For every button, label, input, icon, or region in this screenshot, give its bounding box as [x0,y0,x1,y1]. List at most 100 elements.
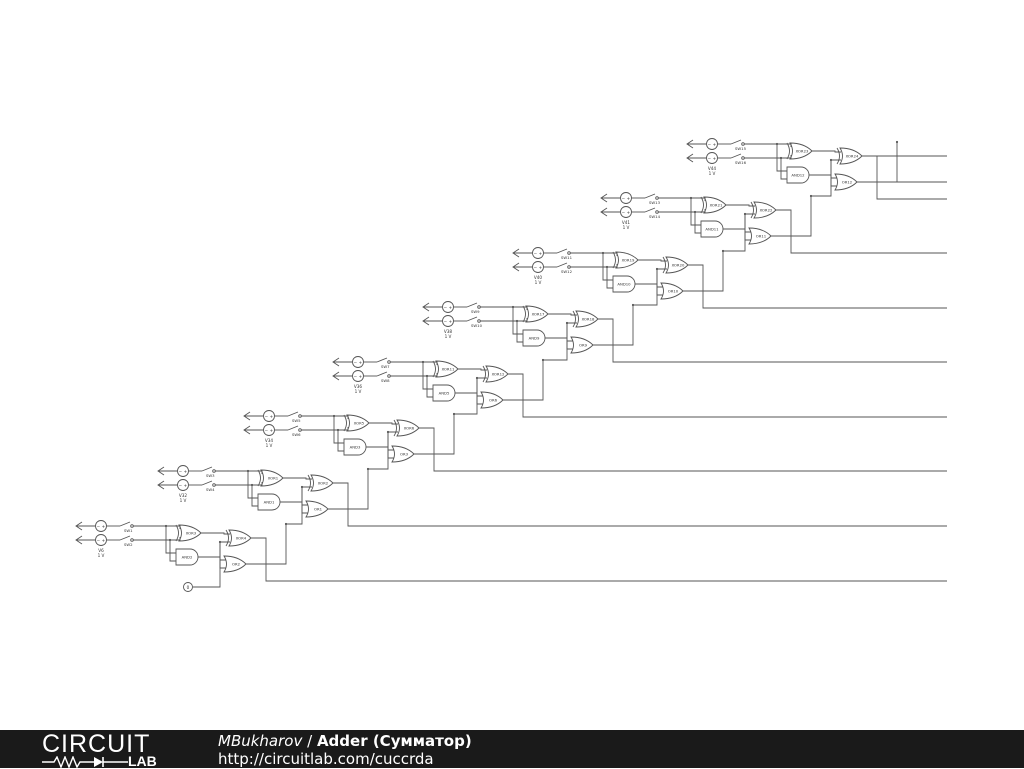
switch [556,262,571,269]
or-gate-label: OR10 [668,289,679,294]
switch-label: SW9 [471,309,480,314]
ground-node-circle [183,582,193,592]
switch-label: SW10 [471,323,483,328]
or-gate: OR10 [660,282,684,300]
or-gate-body [480,391,504,409]
source-minus-sign: − [622,196,626,201]
switch-blade [119,521,131,527]
voltage-source-body [532,261,544,273]
circuit-title: Adder (Сумматор) [316,732,472,750]
xor-gate-back-curve [432,360,436,378]
voltage-source: −+ [706,152,718,164]
wire [480,318,528,322]
switch [119,521,134,528]
and-gate: AND1 [257,493,281,511]
voltage-source: −+ [532,261,544,273]
source-plus-sign: + [539,265,543,270]
source-minus-sign: − [97,524,101,529]
wire [193,541,230,588]
and-gate: AND2 [175,548,199,566]
or-gate: OR2 [223,555,247,573]
xor-gate-back-curve [257,469,261,487]
source-minus-sign: − [444,305,448,310]
wire [658,209,706,213]
xor-gate: XOR20 [662,256,689,274]
wire-junction [164,524,168,528]
voltage-source-value: 1 V [445,334,452,339]
xor-gate-label: XOR17 [532,312,545,317]
wire [744,143,792,147]
voltage-source-label: V6 [98,548,104,553]
sum-output-wire [862,155,947,200]
wire-junction [895,140,899,144]
circuit-url[interactable]: http://circuitlab.com/cuccrda [218,750,434,768]
or-gate: OR1 [305,500,329,518]
xor-gate-label: XOR24 [846,154,859,159]
voltage-source: −+ [352,370,364,382]
voltage-source-label: V40 [534,275,543,280]
voltage-source-value: 1 V [709,171,716,176]
and-gate-label: AND1 [264,500,275,505]
wire [635,283,663,296]
wire-junction [300,485,304,489]
xor-gate-label: XOR22 [760,208,773,213]
or-gate-label: OR12 [842,180,853,185]
xor-gate-body [346,414,370,432]
source-minus-sign: − [354,360,358,365]
and-gate: AND11 [700,220,724,238]
wire [169,540,176,562]
xor-gate: XOR1 [257,469,284,487]
voltage-source-body [532,247,544,259]
switch-blade [376,371,388,377]
xor-gate-back-curve [307,474,311,492]
voltage-source-body [177,479,189,491]
wire [301,427,349,431]
and-gate-body [257,493,281,511]
wire [215,482,263,486]
xor-gate-back-curve [750,201,754,219]
source-plus-sign: + [102,538,106,543]
switch-blade [556,262,568,268]
wire [368,431,398,470]
sum-output-wire [251,537,947,582]
wire-junction [218,540,222,544]
switch-contact [212,483,216,487]
wire [283,477,312,480]
xor-gate-label: XOR21 [710,203,723,208]
switch-label: SW3 [206,473,215,478]
and-gate-body [343,438,367,456]
sum-output-wire [776,209,947,254]
wire [744,155,792,159]
source-plus-sign: + [539,251,543,256]
title-separator: / [302,732,317,750]
switch-label: SW16 [735,160,747,165]
source-minus-sign: − [179,483,183,488]
xor-gate: XOR2 [307,474,334,492]
source-plus-sign: + [184,469,188,474]
wire [638,259,667,262]
voltage-source-label: V36 [354,384,363,389]
wire [606,267,613,289]
author-link[interactable]: MBukharov [218,732,303,750]
wire [548,313,577,316]
wire-junction [655,267,659,271]
circuitlab-logo[interactable]: CIRCUIT LAB [42,730,182,768]
switch [201,466,216,473]
switch [201,480,216,487]
wire [201,532,230,535]
source-minus-sign: − [265,428,269,433]
xor-gate-body [228,529,252,547]
switch-blade [556,248,568,254]
wire [658,197,706,201]
wire-junction [693,210,697,214]
and-gate-label: AND3 [350,445,361,450]
voltage-source-body [620,192,632,204]
wire [726,204,755,207]
switch-label: SW13 [649,200,661,205]
xor-gate-back-curve [836,147,840,165]
switch [466,316,481,323]
voltage-source: −+ [352,356,364,368]
logo-text-circuit: CIRCUIT [42,730,151,758]
